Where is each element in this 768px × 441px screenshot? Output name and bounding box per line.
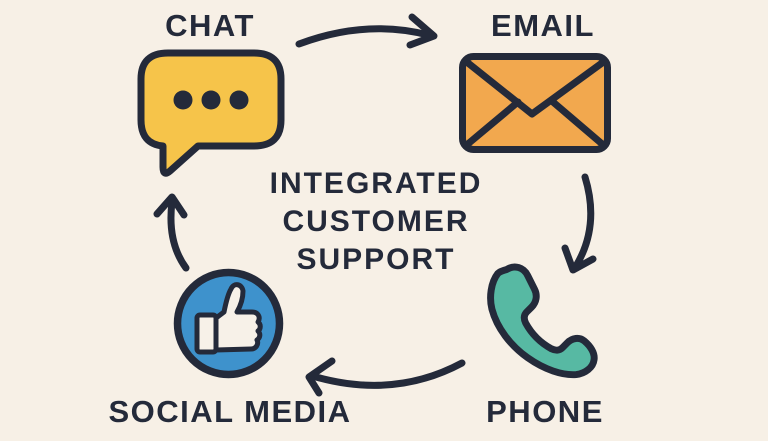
email-label: EMAIL: [491, 8, 595, 43]
chat-dot: [229, 90, 249, 110]
chat-label: CHAT: [165, 8, 255, 43]
arrow-phone-to-social-icon: [305, 357, 466, 397]
chat-dot: [201, 90, 221, 110]
envelope-icon: [459, 53, 611, 153]
center-title-line-1: INTEGRATED: [269, 167, 483, 200]
center-title-line-3: SUPPORT: [296, 243, 456, 276]
phone-label: PHONE: [486, 394, 604, 429]
arrow-email-to-phone-icon: [561, 173, 597, 274]
thumb-cuff: [194, 312, 219, 355]
thumbs-up-icon: [173, 268, 284, 379]
chat-dot: [173, 90, 193, 110]
phone-handset-icon: [487, 263, 598, 379]
chat-bubble-icon: [137, 49, 285, 177]
center-title-line-2: CUSTOMER: [282, 205, 470, 238]
arrow-social-to-chat-icon: [153, 193, 190, 272]
thumb-hand: [213, 282, 263, 353]
social-media-label: SOCIAL MEDIA: [108, 394, 352, 429]
center-title: INTEGRATED CUSTOMER SUPPORT: [270, 165, 483, 279]
arrow-chat-to-email-icon: [295, 13, 438, 49]
